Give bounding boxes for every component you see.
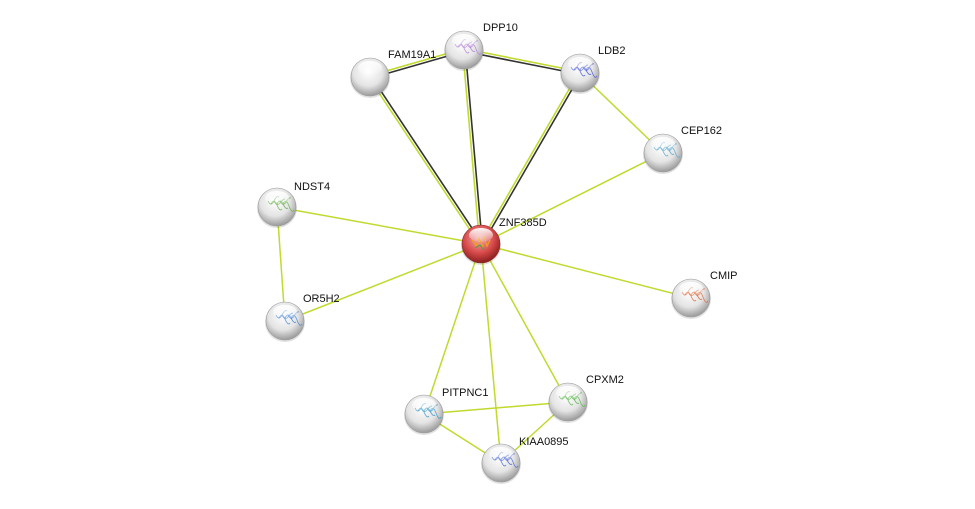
node-highlight <box>265 191 289 205</box>
node-label: DPP10 <box>483 22 518 34</box>
node-label: CEP162 <box>681 125 722 137</box>
edge-znf385d-dpp10[interactable] <box>461 49 484 245</box>
edge-pitpnc1-cpxm2[interactable] <box>423 401 569 415</box>
edge-znf385d-pitpnc1[interactable] <box>423 243 482 415</box>
edge-dpp10-ldb2[interactable] <box>463 47 581 76</box>
node-highlight <box>412 398 436 412</box>
node-dpp10[interactable]: DPP10 <box>444 22 518 71</box>
node-highlight <box>651 137 675 151</box>
edge-znf385d-cpxm2[interactable] <box>480 243 569 403</box>
node-highlight <box>273 305 297 319</box>
node-cpxm2[interactable]: CPXM2 <box>548 374 624 423</box>
node-znf385d[interactable]: ZNF385D <box>461 217 547 265</box>
node-label: LDB2 <box>598 45 626 57</box>
node-pitpnc1[interactable]: PITPNC1 <box>404 387 488 435</box>
node-or5h2[interactable]: OR5H2 <box>265 293 340 342</box>
edge-znf385d-fam19a1[interactable] <box>368 75 483 246</box>
node-label: CMIP <box>710 270 738 282</box>
node-highlight <box>469 228 493 242</box>
node-cep162[interactable]: CEP162 <box>643 125 722 174</box>
edge-ndst4-znf385d[interactable] <box>276 206 482 245</box>
edge-znf385d-cmip[interactable] <box>480 243 692 299</box>
node-label: KIAA0895 <box>519 436 569 448</box>
edge-znf385d-kiaa0895[interactable] <box>480 243 502 464</box>
edge-cep162-znf385d[interactable] <box>480 152 664 245</box>
node-label: PITPNC1 <box>442 387 488 399</box>
node-ldb2[interactable]: LDB2 <box>560 45 626 94</box>
node-ndst4[interactable]: NDST4 <box>257 181 330 228</box>
node-kiaa0895[interactable]: KIAA0895 <box>481 436 569 484</box>
node-label: ZNF385D <box>499 217 547 229</box>
node-fam19a1[interactable]: FAM19A1 <box>350 49 436 98</box>
node-highlight <box>556 386 580 400</box>
node-highlight <box>452 34 476 48</box>
node-highlight <box>489 447 513 461</box>
node-cmip[interactable]: CMIP <box>671 270 738 319</box>
node-label: FAM19A1 <box>388 49 436 61</box>
edge-or5h2-znf385d[interactable] <box>284 243 482 322</box>
node-highlight <box>358 61 382 75</box>
node-highlight <box>568 57 592 71</box>
node-label: CPXM2 <box>586 374 624 386</box>
node-highlight <box>679 282 703 296</box>
node-label: OR5H2 <box>303 293 340 305</box>
edge-znf385d-ldb2[interactable] <box>479 71 582 246</box>
node-label: NDST4 <box>294 181 330 193</box>
